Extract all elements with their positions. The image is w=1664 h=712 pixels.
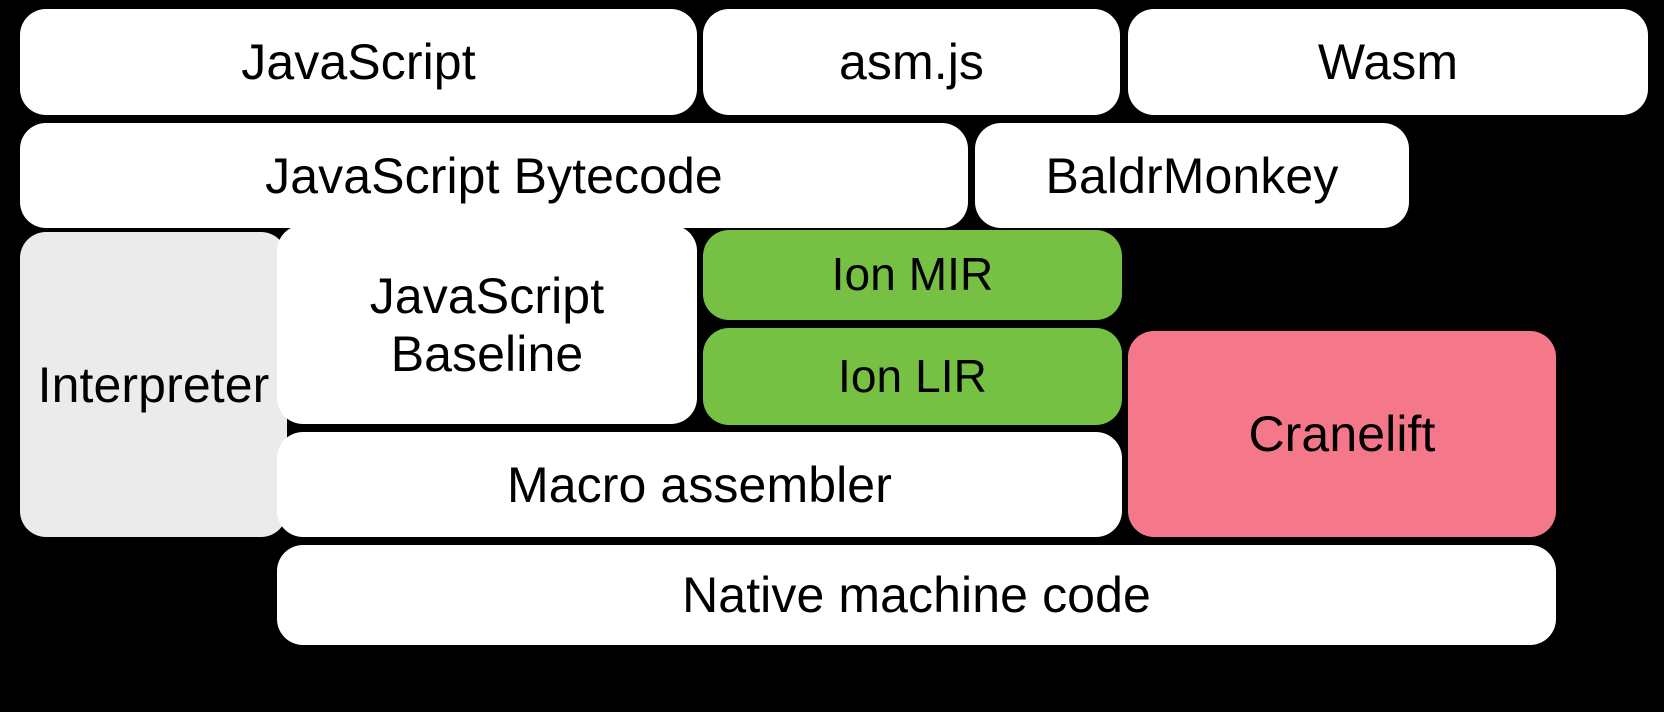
node-wasm[interactable]: Wasm <box>1128 9 1648 115</box>
node-interpreter[interactable]: Interpreter <box>20 232 287 537</box>
node-cranelift[interactable]: Cranelift <box>1128 331 1556 537</box>
node-asm-js[interactable]: asm.js <box>703 9 1120 115</box>
node-javascript-baseline[interactable]: JavaScript Baseline <box>277 225 697 424</box>
node-ion-mir[interactable]: Ion MIR <box>703 230 1122 320</box>
node-ion-lir[interactable]: Ion LIR <box>703 328 1122 425</box>
node-javascript-bytecode[interactable]: JavaScript Bytecode <box>20 123 968 228</box>
node-javascript[interactable]: JavaScript <box>20 9 697 115</box>
node-native-machine-code[interactable]: Native machine code <box>277 545 1556 645</box>
node-macro-assembler[interactable]: Macro assembler <box>277 432 1122 537</box>
node-baldrmonkey[interactable]: BaldrMonkey <box>975 123 1409 228</box>
